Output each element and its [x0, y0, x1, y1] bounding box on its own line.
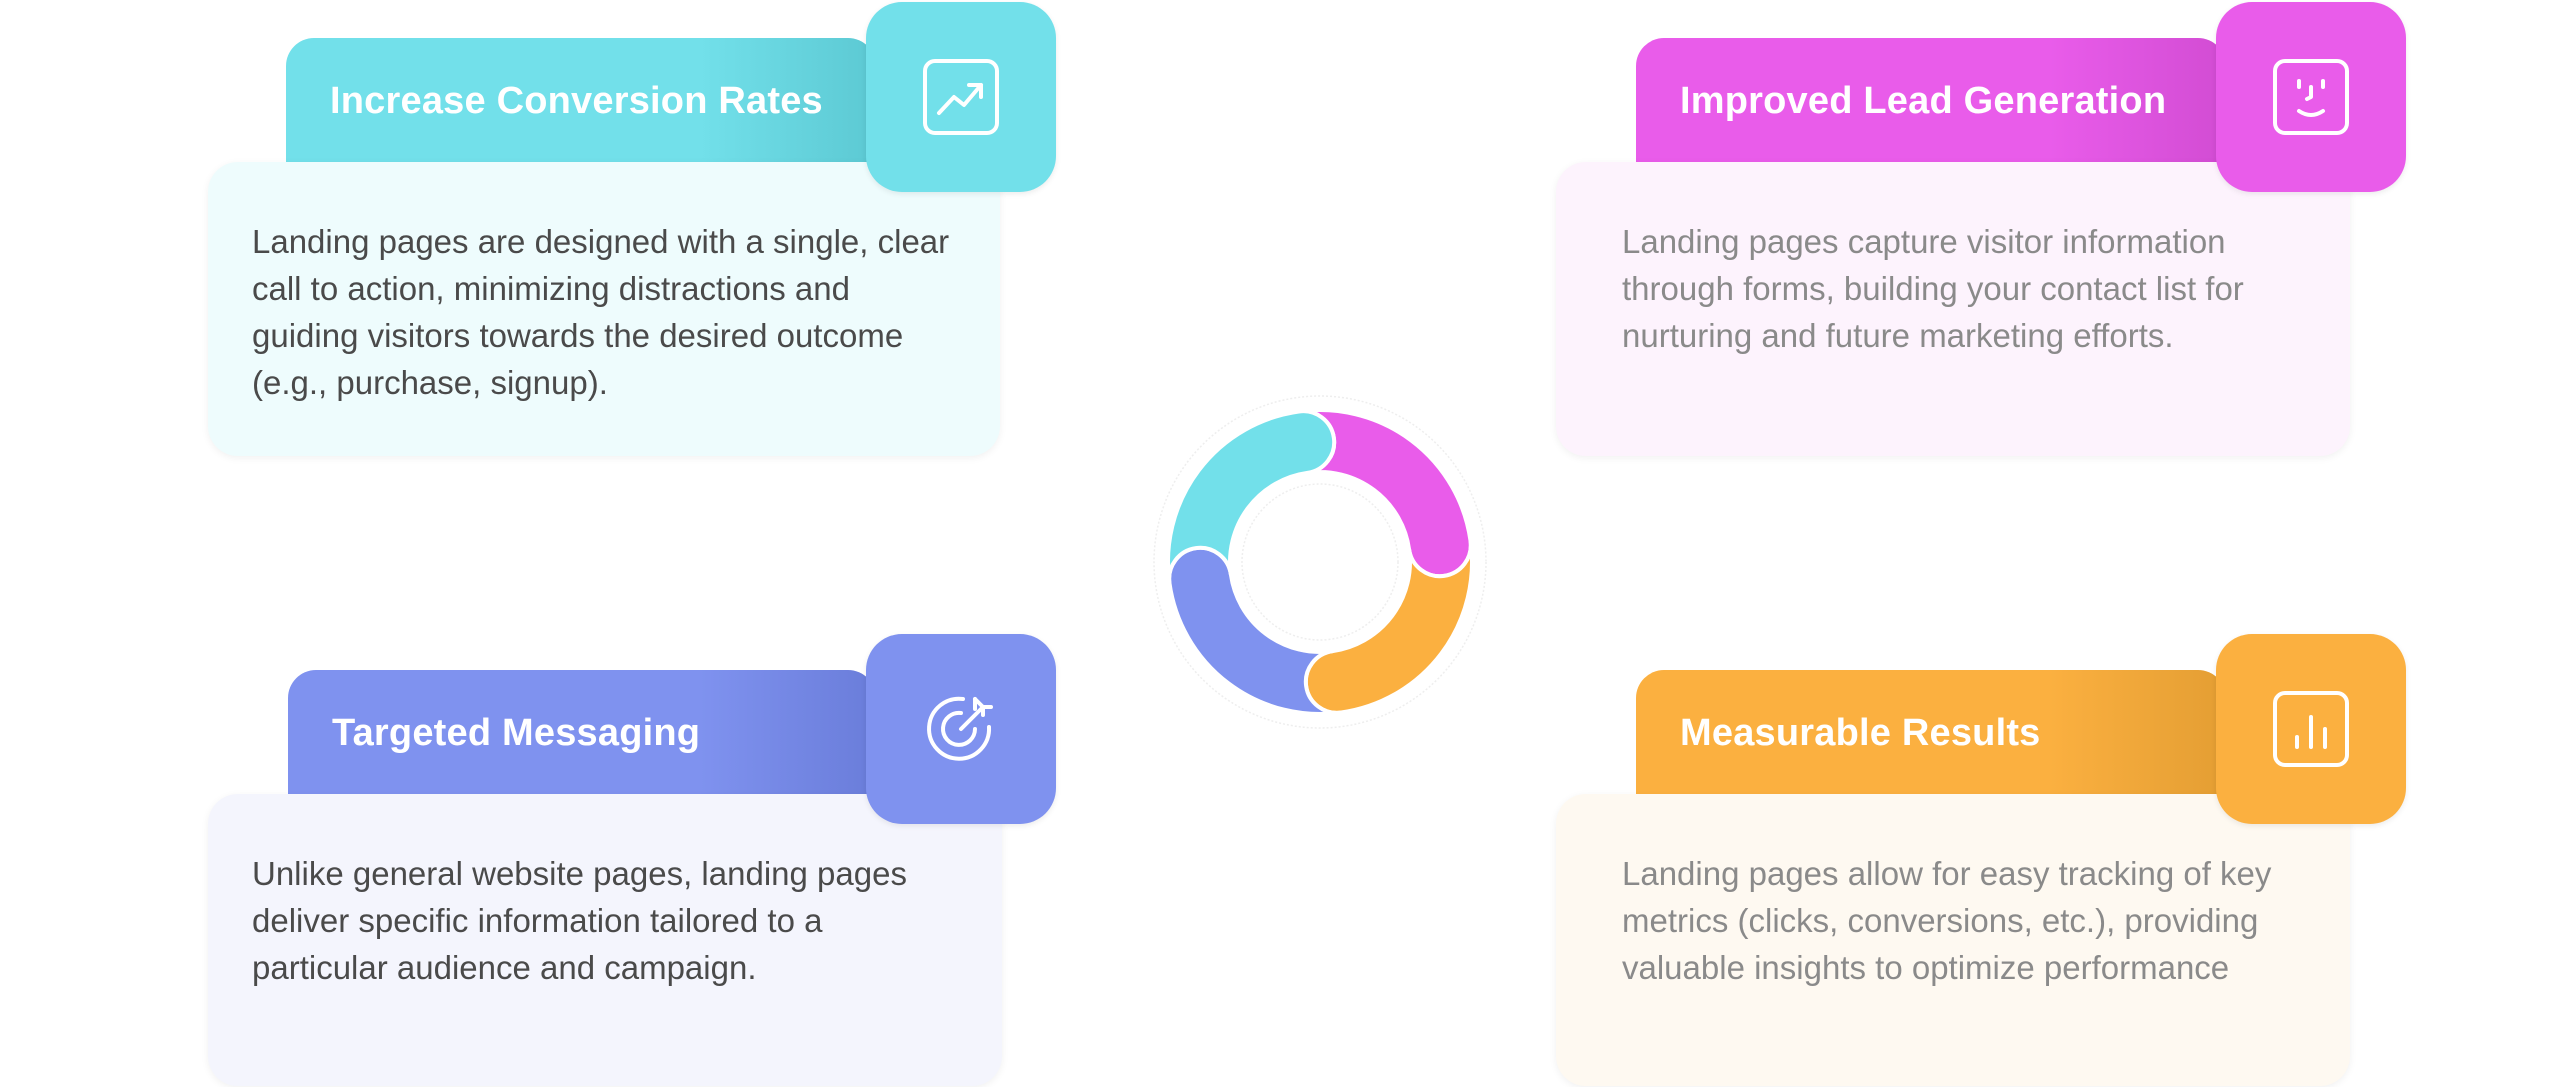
- card-body: Landing pages capture visitor informatio…: [1556, 162, 2350, 456]
- card-body: Landing pages allow for easy tracking of…: [1556, 794, 2350, 1086]
- card-text: Landing pages are designed with a single…: [252, 223, 950, 401]
- card-title: Improved Lead Generation: [1680, 79, 2167, 122]
- icon-box: [2216, 634, 2406, 824]
- donut-inner-ring: [1241, 483, 1399, 641]
- icon-box: [866, 634, 1056, 824]
- face-icon: [2273, 59, 2349, 135]
- card-text: Landing pages capture visitor informatio…: [1622, 223, 2244, 354]
- trending-up-icon: [923, 59, 999, 135]
- card-header: Measurable Results: [1636, 670, 2226, 796]
- card-title: Measurable Results: [1680, 711, 2041, 754]
- donut-segment-cyan: [1166, 409, 1337, 584]
- card-text: Landing pages allow for easy tracking of…: [1622, 855, 2272, 986]
- center-donut: [1153, 395, 1487, 729]
- card-title: Increase Conversion Rates: [330, 79, 823, 122]
- card-header: Targeted Messaging: [288, 670, 876, 796]
- target-icon: [927, 696, 993, 761]
- card-title: Targeted Messaging: [332, 711, 701, 754]
- card-header: Improved Lead Generation: [1636, 38, 2226, 164]
- card-body: Unlike general website pages, landing pa…: [208, 794, 1002, 1086]
- card-body: Landing pages are designed with a single…: [208, 162, 1000, 456]
- icon-box: [866, 2, 1056, 192]
- bar-chart-icon: [2273, 691, 2349, 767]
- card-text: Unlike general website pages, landing pa…: [252, 855, 907, 986]
- icon-box: [2216, 2, 2406, 192]
- card-header: Increase Conversion Rates: [286, 38, 876, 164]
- donut-segments: [1166, 408, 1474, 716]
